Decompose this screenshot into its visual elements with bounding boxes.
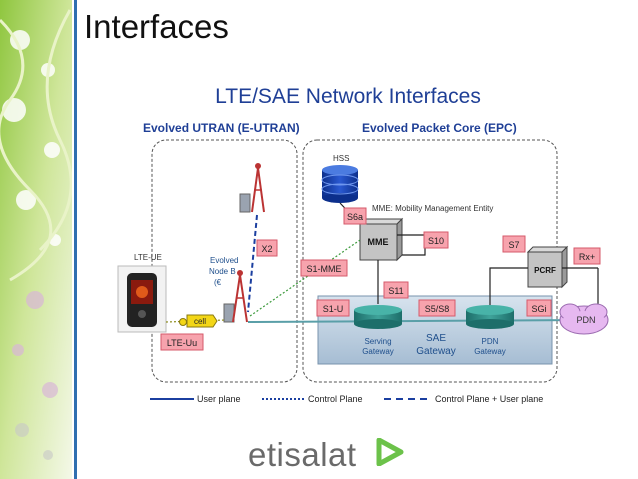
svg-text:SGi: SGi xyxy=(531,304,546,314)
svg-text:S6a: S6a xyxy=(347,212,363,222)
interface-label-s11: S11 xyxy=(383,281,409,299)
mme-node: MME xyxy=(358,217,404,262)
svg-text:MME: MME xyxy=(368,237,389,247)
svg-text:PCRF: PCRF xyxy=(534,266,556,275)
svg-text:PDN: PDN xyxy=(576,315,595,325)
cell-dot xyxy=(179,318,187,326)
logo-text: etisalat xyxy=(248,436,357,473)
enodeb-tower-icon xyxy=(223,270,248,323)
cell-tag: cell xyxy=(186,314,218,328)
diagram-title: LTE/SAE Network Interfaces xyxy=(215,85,481,108)
svg-text:S11: S11 xyxy=(388,286,403,296)
enodeb-label-3: (€ xyxy=(214,278,222,287)
ue-label: LTE-UE xyxy=(134,253,162,262)
interface-label-s7: S7 xyxy=(502,235,526,253)
interface-label-sgi: SGi xyxy=(526,299,552,317)
svg-text:Rx+: Rx+ xyxy=(579,252,595,262)
interface-label-s10: S10 xyxy=(423,231,449,249)
svg-text:S10: S10 xyxy=(428,236,444,246)
legend-control-user-plane-label: Control Plane + User plane xyxy=(435,394,543,404)
interface-label-s1-mme: S1-MME xyxy=(300,259,348,277)
interface-label-s6a: S6a xyxy=(343,207,367,225)
x2-link xyxy=(247,214,258,313)
legend: User plane Control Plane Control Plane +… xyxy=(150,394,543,404)
legend-control-plane-label: Control Plane xyxy=(308,394,363,404)
user-plane-backbone xyxy=(247,319,583,323)
svg-text:LTE-Uu: LTE-Uu xyxy=(167,338,197,348)
slide-title: Interfaces xyxy=(84,8,229,45)
svg-text:S5/S8: S5/S8 xyxy=(425,304,450,314)
interface-label-lte-uu: LTE-Uu xyxy=(160,333,204,351)
mme-caption: MME: Mobility Management Entity xyxy=(372,204,493,213)
neighbor-enodeb-tower-icon xyxy=(239,163,265,213)
serving-gateway-icon xyxy=(354,305,402,329)
svg-text:S7: S7 xyxy=(508,240,519,250)
svg-text:cell: cell xyxy=(194,317,206,326)
epc-region xyxy=(302,139,558,383)
svg-text:S1-MME: S1-MME xyxy=(306,264,341,274)
interface-label-s5-s8: S5/S8 xyxy=(418,299,456,317)
s7-link xyxy=(489,267,528,305)
legend-user-plane-label: User plane xyxy=(197,394,241,404)
sae-gateway-label-1: SAE xyxy=(426,333,446,344)
serving-gateway-label-2: Gateway xyxy=(362,347,394,356)
enodeb-label-1: Evolved xyxy=(210,256,238,265)
sae-gateway-label-2: Gateway xyxy=(416,346,455,357)
interface-label-rx: Rx+ xyxy=(573,247,601,265)
pdn-gateway-label-2: Gateway xyxy=(474,347,506,356)
serving-gateway-label-1: Serving xyxy=(364,337,391,346)
etisalat-logo: etisalat xyxy=(248,436,408,474)
mobile-phone-icon xyxy=(127,273,157,327)
epc-label: Evolved Packet Core (EPC) xyxy=(362,121,517,135)
eutran-region xyxy=(151,139,298,383)
interface-label-s1-u: S1-U xyxy=(316,299,350,317)
interface-label-x2: X2 xyxy=(256,239,278,257)
arrow-mark-icon xyxy=(376,438,404,466)
hss-database-icon xyxy=(321,165,359,203)
hss-label: HSS xyxy=(333,154,349,163)
title-divider-line xyxy=(74,0,77,479)
eutran-label: Evolved UTRAN (E-UTRAN) xyxy=(143,121,300,135)
pdn-gateway-icon xyxy=(466,305,514,329)
pcrf-node: PCRF xyxy=(526,245,569,289)
svg-text:S1-U: S1-U xyxy=(323,304,344,314)
pdn-cloud-icon: PDN xyxy=(559,303,609,335)
pdn-gateway-label-1: PDN xyxy=(482,337,499,346)
svg-text:X2: X2 xyxy=(261,244,272,254)
enodeb-label-2: Node B xyxy=(209,267,236,276)
decorative-floral-band xyxy=(0,0,72,479)
